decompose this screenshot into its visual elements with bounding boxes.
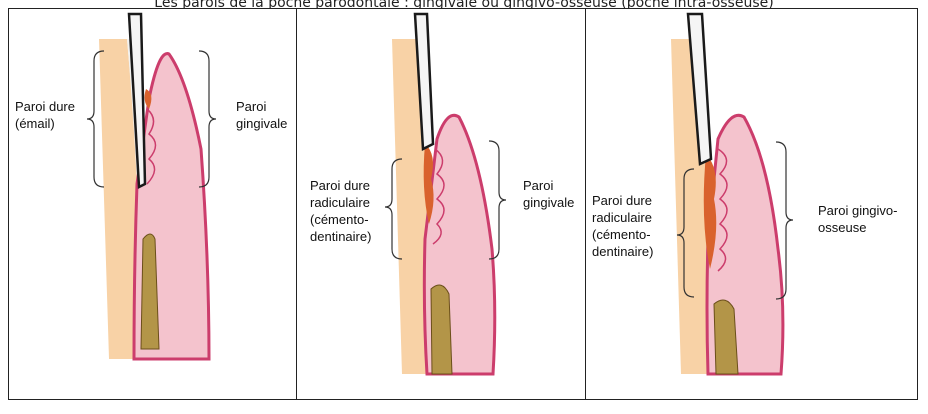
panel-3-left-label: Paroi dure radiculaire (cémento- dentina…: [592, 193, 654, 259]
right-bracket: [775, 141, 794, 300]
calculus-deposit: [703, 154, 717, 269]
alveolar-bone: [713, 299, 739, 375]
panel-2-right-label: Paroi gingivale: [523, 178, 575, 210]
left-bracket: [86, 50, 105, 188]
periodontal-probe: [686, 12, 713, 166]
alveolar-bone: [140, 233, 160, 350]
panel-divider-2: [585, 8, 586, 400]
sulcus-epithelium: [432, 148, 445, 245]
tooth-root: [99, 39, 141, 359]
panel-1-illustration: [86, 12, 217, 361]
figure-frame: [8, 8, 918, 400]
alveolar-bone: [430, 284, 453, 375]
panel-divider-1: [296, 8, 297, 400]
left-bracket: [676, 168, 695, 298]
left-bracket: [384, 158, 403, 260]
sulcus-epithelium: [717, 148, 728, 272]
panel-3-illustration: [671, 12, 794, 376]
periodontal-probe: [413, 12, 435, 151]
panel-2-illustration: [384, 12, 507, 376]
panel-1-left-label: Paroi dure (émail): [15, 99, 75, 131]
sulcus-epithelium: [146, 108, 157, 185]
right-bracket: [198, 50, 217, 188]
figure-caption: Les parois de la poche parodontale : gin…: [154, 0, 774, 8]
periodontal-probe: [127, 12, 147, 189]
panel-3-right-label: Paroi gingivo- osseuse: [818, 203, 898, 235]
calculus-deposit: [423, 144, 434, 224]
right-bracket: [488, 140, 507, 260]
panel-2-left-label: Paroi dure radiculaire (cémento- dentina…: [310, 178, 372, 244]
calculus-deposit: [144, 89, 152, 109]
panel-1-right-label: Paroi gingivale: [236, 99, 288, 131]
